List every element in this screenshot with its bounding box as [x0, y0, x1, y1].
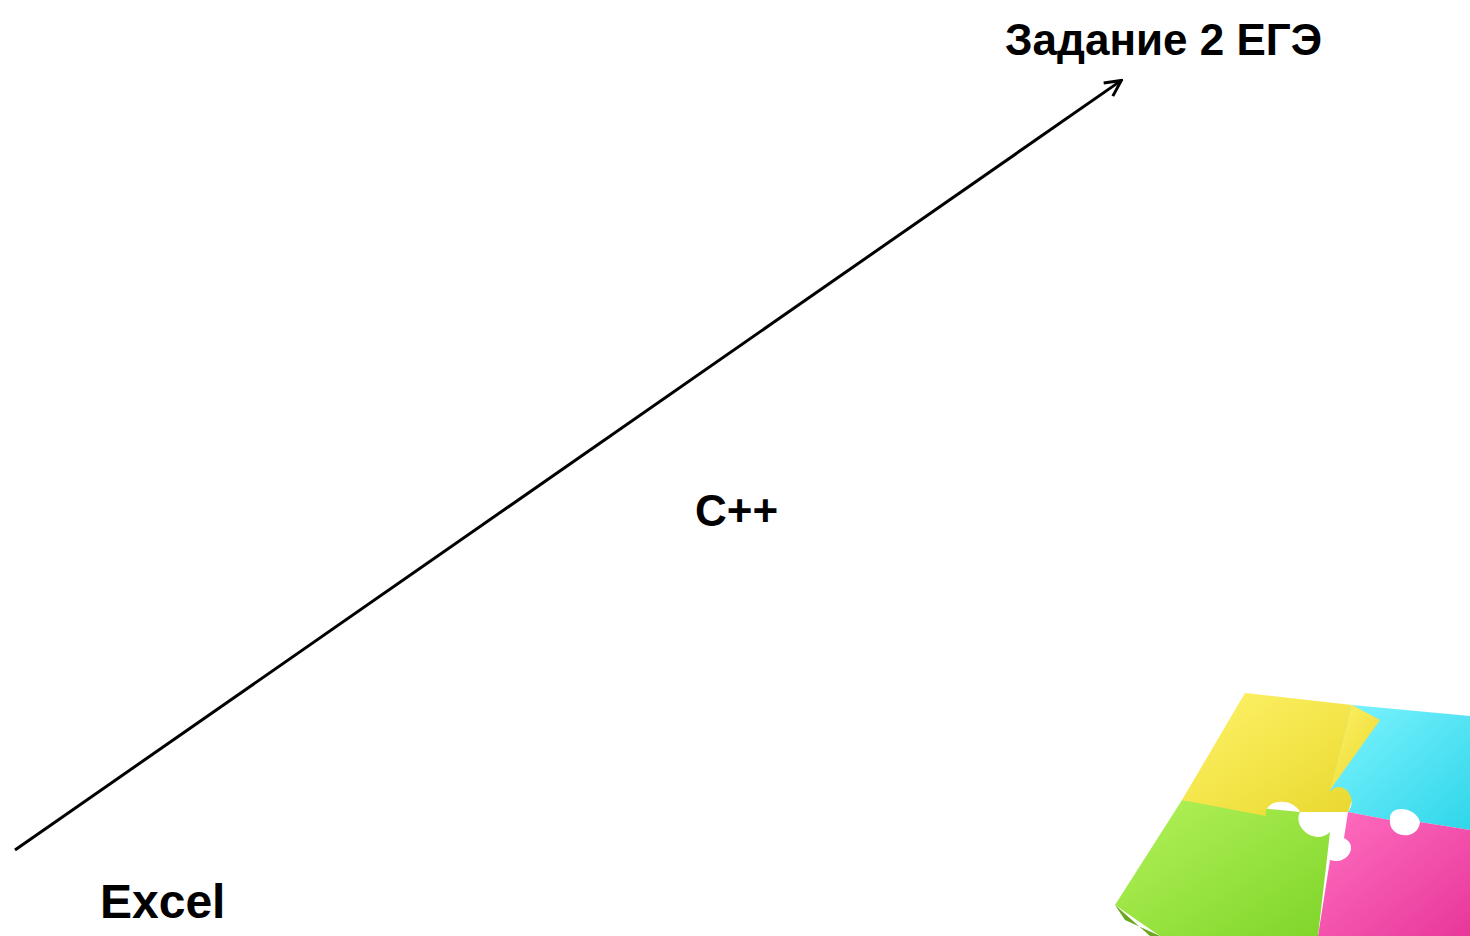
puzzle-piece	[1330, 705, 1380, 790]
puzzle-piece	[1182, 693, 1380, 816]
puzzle-piece	[1318, 812, 1470, 936]
text-node: Excel	[15, 850, 235, 929]
progress-arrow	[15, 80, 1121, 850]
language-label: C++	[695, 486, 778, 536]
puzzle-seam	[1300, 812, 1338, 936]
puzzle-piece	[1115, 800, 1330, 936]
node-text: Задание 2 ЕГЭ	[1005, 16, 1322, 64]
node-text: Excel	[100, 876, 225, 929]
text-node: Задание 2 ЕГЭ	[1000, 10, 1328, 80]
puzzle-piece	[1330, 705, 1470, 830]
